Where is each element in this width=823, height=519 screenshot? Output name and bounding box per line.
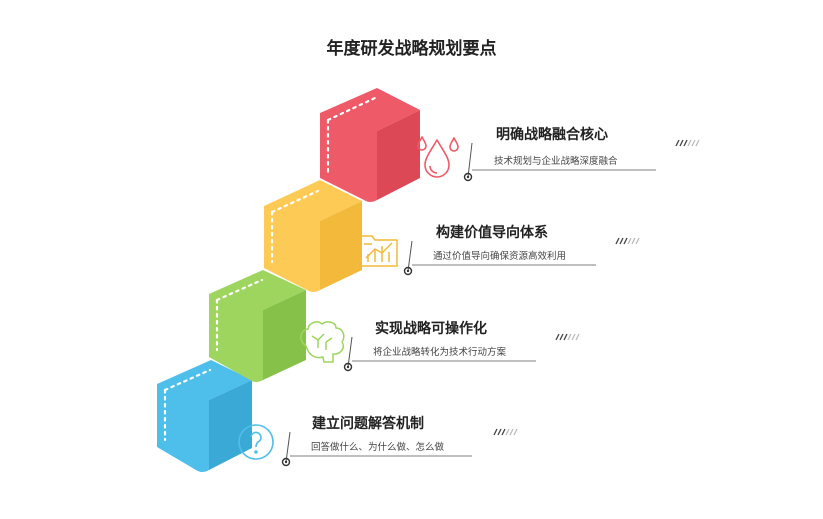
page-title: 年度研发战略规划要点	[326, 39, 497, 59]
item-1-title: 明确战略融合核心	[496, 127, 608, 143]
item-1-desc: 技术规划与企业战略深度融合	[494, 156, 618, 167]
question-icon	[238, 424, 274, 460]
item-2-desc: 通过价值导向确保资源高效利用	[433, 251, 567, 262]
step-yellow	[264, 180, 362, 292]
item-3-desc: 将企业战略转化为技术行动方案	[373, 347, 507, 358]
label-lines	[281, 142, 700, 467]
step-red	[320, 88, 420, 202]
stitch-yellow	[270, 189, 320, 214]
hatch-marks	[493, 139, 700, 436]
brain-icon	[300, 321, 345, 363]
item-4-title: 建立问题解答机制	[312, 416, 424, 432]
stitch-green	[215, 278, 264, 302]
item-2-title: 构建价值导向体系	[436, 225, 548, 241]
water-drop-icon	[417, 136, 459, 178]
item-3-title: 实现战略可操作化	[375, 321, 487, 337]
step-blue	[157, 360, 252, 472]
stitch-blue	[163, 368, 212, 392]
item-4-desc: 回答做什么、为什么做、怎么做	[311, 442, 445, 453]
folder-chart-icon	[359, 235, 398, 267]
step-green	[209, 270, 306, 382]
stitch-red	[326, 96, 377, 122]
